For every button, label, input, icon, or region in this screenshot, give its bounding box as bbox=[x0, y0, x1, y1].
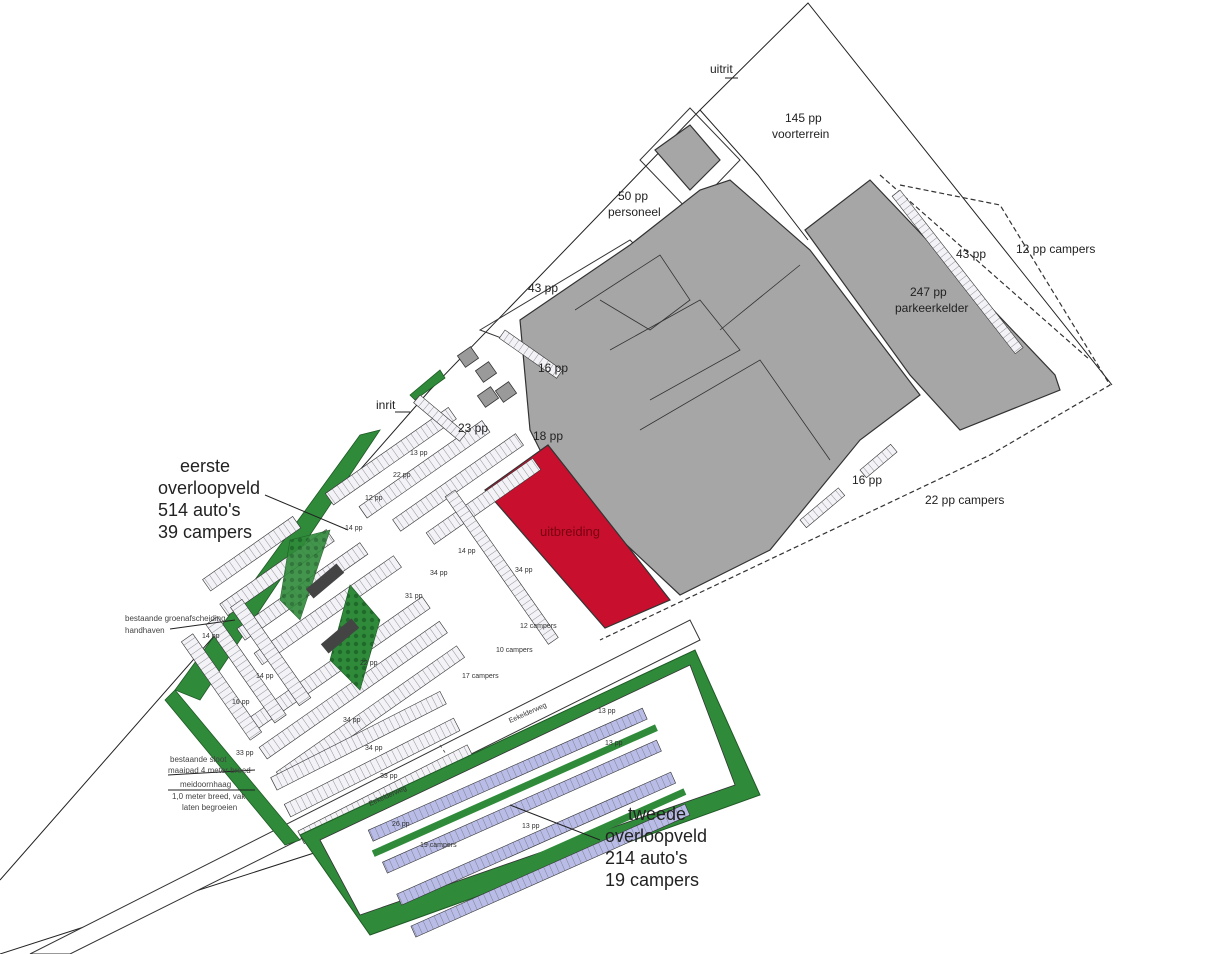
row-label: 14 pp bbox=[458, 548, 476, 555]
row-label: 12 pp bbox=[365, 495, 383, 502]
front-lot-count: 145 pp bbox=[785, 111, 822, 125]
overflow1-line4: 39 campers bbox=[158, 522, 252, 542]
row-label: 10 campers bbox=[496, 647, 533, 654]
building-inner-lines bbox=[574, 254, 831, 461]
existing-houses bbox=[456, 346, 518, 408]
garage-name: parkeerkelder bbox=[895, 301, 968, 315]
row-label: 17 campers bbox=[462, 673, 499, 680]
note-ditch-2: maaipad 4 meter breed bbox=[168, 766, 251, 775]
campers-12-label: 12 pp campers bbox=[1016, 242, 1095, 256]
row-label: 33 pp bbox=[380, 773, 398, 780]
overflow2-line3: 214 auto's bbox=[605, 848, 688, 868]
row-label: 34 pp bbox=[430, 570, 448, 577]
overflow1-line1: eerste bbox=[180, 456, 230, 476]
entrance-label: inrit bbox=[376, 398, 396, 412]
overflow2-title: tweede overloopveld 214 auto's 19 camper… bbox=[605, 804, 707, 890]
entry-exit-arrows bbox=[395, 77, 738, 413]
row-label: 13 pp bbox=[410, 450, 428, 457]
row-label: 34 pp bbox=[365, 745, 383, 752]
small-building bbox=[654, 124, 721, 191]
row-label: 13 pp bbox=[598, 708, 616, 715]
note-hedge-1: meidoornhaag bbox=[180, 780, 231, 789]
row-label: 14 pp bbox=[345, 525, 363, 532]
campers-22-label: 22 pp campers bbox=[925, 493, 1004, 507]
overflow2-field bbox=[299, 649, 761, 938]
camper-strip-dashed bbox=[599, 174, 1111, 641]
overflow1-title: eerste overloopveld 514 auto's 39 camper… bbox=[158, 456, 260, 542]
row-label: 26 pp bbox=[392, 821, 410, 828]
garage-count: 247 pp bbox=[910, 285, 947, 299]
overflow1-left-rows bbox=[180, 598, 312, 741]
pp18-label: 18 pp bbox=[533, 429, 563, 443]
overflow1-line3: 514 auto's bbox=[158, 500, 241, 520]
staff-name: personeel bbox=[608, 205, 661, 219]
tree-cluster bbox=[279, 529, 381, 691]
overflow2-line4: 19 campers bbox=[605, 870, 699, 890]
note-hedge-2: 1,0 meter breed, vak bbox=[172, 792, 246, 801]
row-label: 31 pp bbox=[405, 593, 423, 600]
pp23-label: 23 pp bbox=[458, 421, 488, 435]
leader-lines bbox=[167, 494, 601, 841]
building-side-parking bbox=[413, 189, 1024, 645]
row-label: 22 pp bbox=[360, 660, 378, 667]
note-green-1: bestaande groenafscheiding bbox=[125, 614, 226, 623]
notes: bestaande groenafscheiding handhaven bes… bbox=[125, 614, 251, 812]
overflow2-line1: tweede bbox=[628, 804, 686, 824]
main-road bbox=[29, 619, 701, 954]
pp43-left-label: 43 pp bbox=[528, 281, 558, 295]
overflow1-line2: overloopveld bbox=[158, 478, 260, 498]
row-label: 14 pp bbox=[202, 633, 220, 640]
overflow2-line2: overloopveld bbox=[605, 826, 707, 846]
pp16-a-label: 16 pp bbox=[538, 361, 568, 375]
row-label: 12 campers bbox=[520, 623, 557, 630]
row-label: 33 pp bbox=[236, 750, 254, 757]
pp43-right-label: 43 pp bbox=[956, 247, 986, 261]
front-lot-name: voorterrein bbox=[772, 127, 829, 141]
note-hedge-3: laten begroeien bbox=[182, 803, 237, 812]
staff-count: 50 pp bbox=[618, 189, 648, 203]
extension-area bbox=[484, 444, 671, 629]
exit-label: uitrit bbox=[710, 62, 733, 76]
row-label: 22 pp bbox=[393, 472, 411, 479]
row-label: 13 pp bbox=[605, 740, 623, 747]
parking-garage-building bbox=[804, 179, 1061, 431]
row-label: 34 pp bbox=[343, 717, 361, 724]
note-green-2: handhaven bbox=[125, 626, 165, 635]
row-label: 14 pp bbox=[256, 673, 274, 680]
row-label: 34 pp bbox=[515, 567, 533, 574]
pp16-b-label: 16 pp bbox=[852, 473, 882, 487]
note-ditch-1: bestaande sloot bbox=[170, 755, 227, 764]
extension-label: uitbreiding bbox=[540, 524, 600, 539]
row-label: 16 pp bbox=[232, 699, 250, 706]
row-label: 13 pp bbox=[522, 823, 540, 830]
row-label: 19 campers bbox=[420, 842, 457, 849]
